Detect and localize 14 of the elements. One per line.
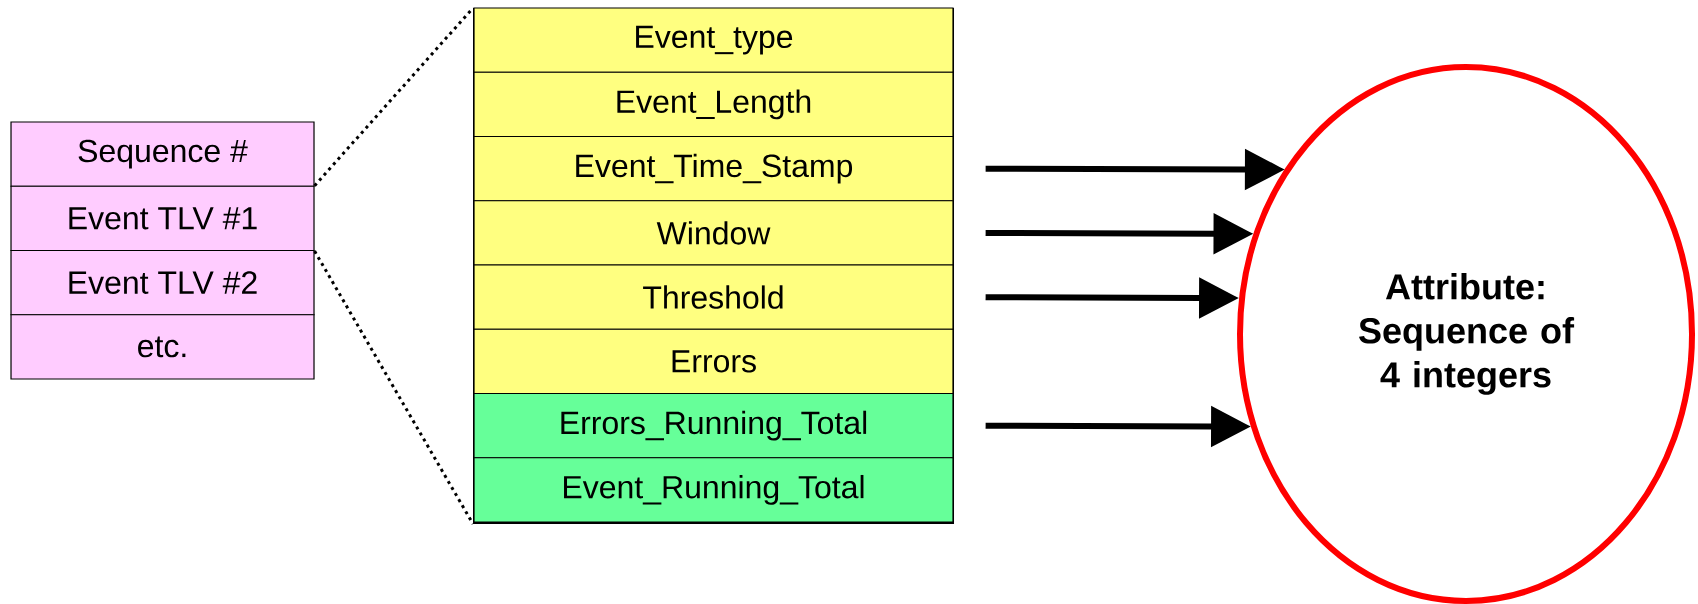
table-row: Event TLV #1 bbox=[10, 185, 315, 252]
dotted-line bbox=[313, 250, 475, 525]
table-row: Errors_Running_Total bbox=[473, 392, 954, 459]
table-row: Event_Time_Stamp bbox=[473, 135, 954, 202]
table-row: etc. bbox=[10, 314, 315, 380]
table-row: Sequence # bbox=[10, 121, 315, 187]
table-row: Event_Running_Total bbox=[473, 457, 954, 523]
table-row: Threshold bbox=[473, 264, 954, 330]
table-row: Errors bbox=[473, 328, 954, 395]
oval: Attribute: Sequence of 4 integers bbox=[1237, 64, 1695, 604]
table-row: Event_Length bbox=[473, 71, 954, 138]
table-row: Event TLV #2 bbox=[10, 249, 315, 316]
table-row: Event_type bbox=[473, 7, 954, 73]
table-row: Window bbox=[473, 200, 954, 266]
